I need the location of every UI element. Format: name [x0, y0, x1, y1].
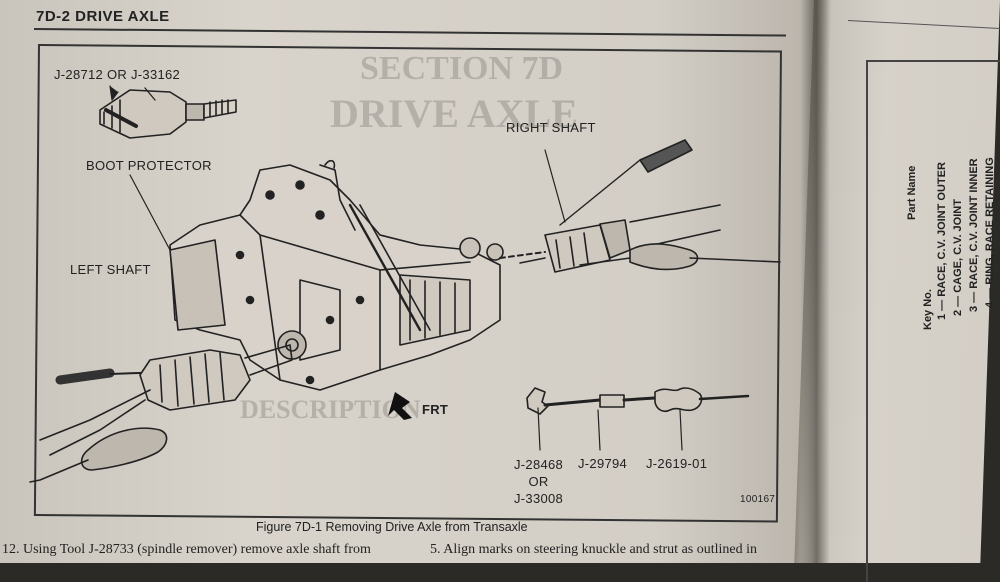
body-step-12: 12. Using Tool J-28733 (spindle remover)…	[2, 542, 371, 557]
callout-tool-a: J-28468 OR J-33008	[514, 456, 563, 507]
callout-tool-a-line1: J-28468	[514, 457, 564, 472]
boot-protector-drawing	[99, 89, 237, 139]
callout-leaders	[129, 149, 683, 451]
transaxle-case	[169, 159, 504, 391]
right-page-parts-table	[866, 60, 1000, 582]
parts-col-key-no: Key No.	[922, 289, 934, 330]
callout-front: FRT	[422, 402, 449, 417]
slide-hammer-drawing	[526, 387, 750, 415]
book-gutter	[800, 0, 830, 563]
callout-tool-c: J-2619-01	[646, 456, 708, 471]
figure-caption: Figure 7D-1 Removing Drive Axle from Tra…	[256, 520, 528, 534]
front-arrow-icon	[388, 392, 412, 420]
figure-number: 100167	[740, 494, 776, 505]
parts-col-part-name: Part Name	[906, 165, 918, 220]
body-step-5: 5. Align marks on steering knuckle and s…	[430, 542, 758, 557]
parts-item-3: 3 — RACE, C.V. JOINT INNER	[968, 158, 980, 312]
parts-item-2: 2 — CAGE, C.V. JOINT	[952, 199, 964, 316]
callout-left-shaft: LEFT SHAFT	[70, 262, 151, 277]
callout-boot-tool: J-28712 OR J-33162	[54, 67, 181, 82]
transaxle-illustration	[29, 89, 781, 483]
page-header-title: 7D-2 DRIVE AXLE	[36, 8, 170, 25]
callout-tool-a-line2: J-33008	[514, 491, 564, 506]
callout-tool-b: J-29794	[578, 456, 628, 471]
callout-tool-a-or: OR	[528, 474, 549, 489]
left-shaft-drawing	[29, 344, 293, 483]
right-shaft-drawing	[499, 139, 781, 273]
parts-item-1: 1 — RACE, C.V. JOINT OUTER	[936, 162, 948, 320]
callout-right-shaft: RIGHT SHAFT	[506, 120, 596, 135]
callout-boot-protector: BOOT PROTECTOR	[86, 158, 212, 173]
parts-item-4: 4 — RING, RACE RETAINING	[984, 157, 996, 308]
